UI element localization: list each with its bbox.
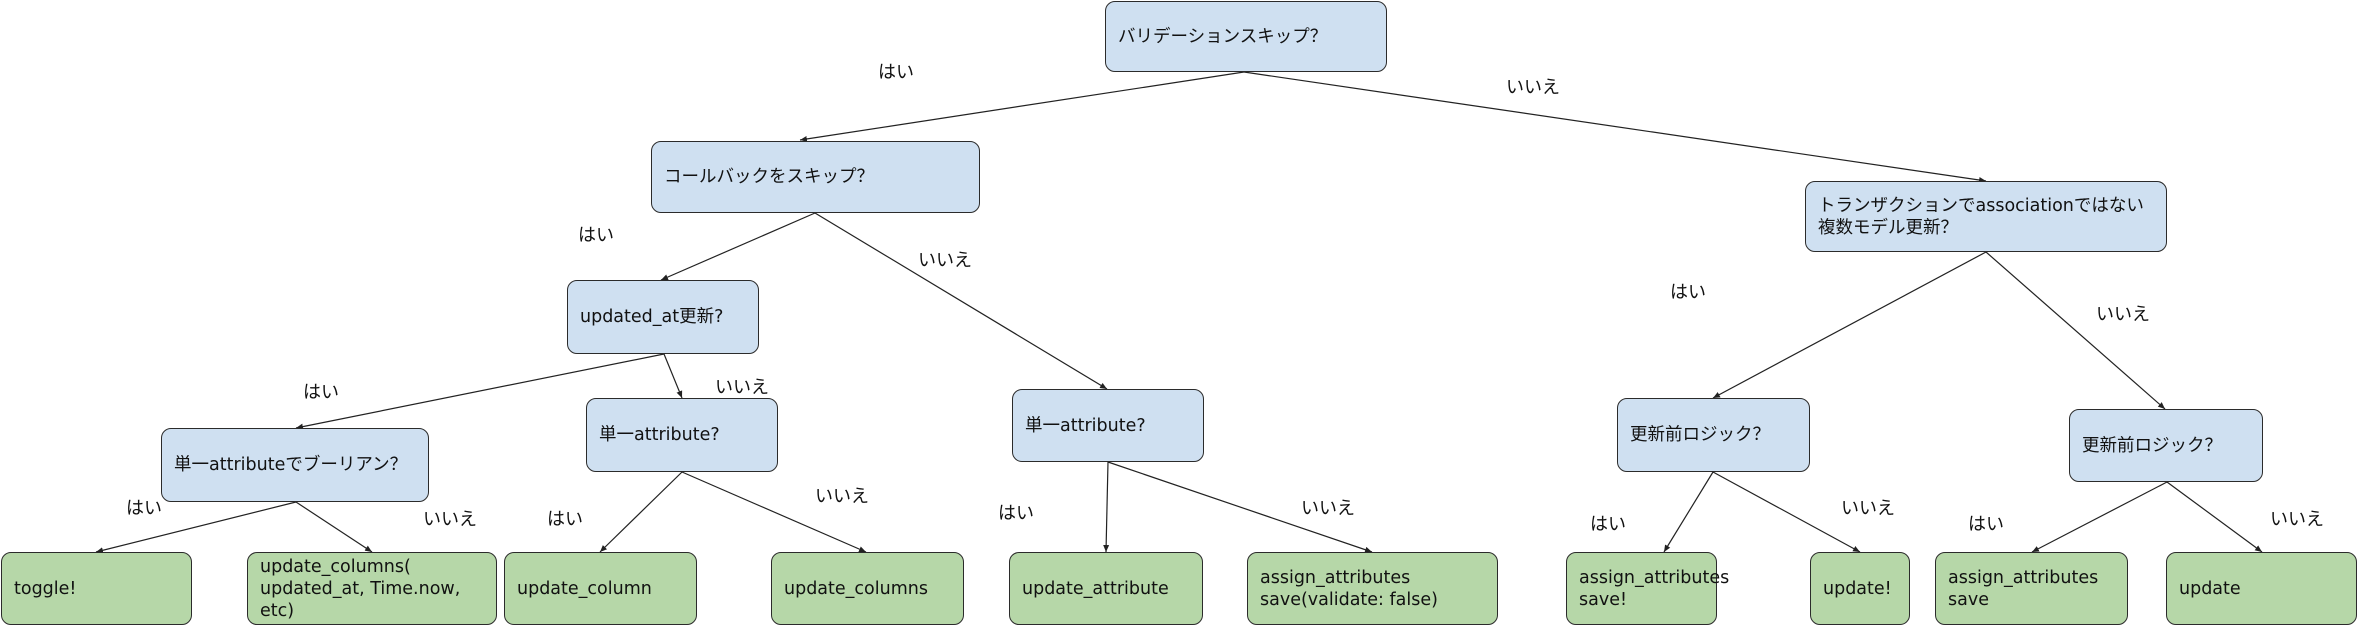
edge-label-yes: はい <box>547 509 583 530</box>
answer-update-column: update_column <box>504 552 697 625</box>
edge-updated-at-to-boolean <box>295 353 665 430</box>
question-transaction-multi-model: トランザクションでassociationではない複数モデル更新？ <box>1805 181 2167 252</box>
question-pre-update-logic-2: 更新前ロジック？ <box>2069 409 2263 482</box>
edge-label-no: いいえ <box>918 250 972 271</box>
edge-logic-1-to-assign-save-bang <box>1663 471 1714 553</box>
edge-label-yes: はい <box>578 225 614 246</box>
question-validation-skip: バリデーションスキップ？ <box>1105 1 1387 72</box>
edge-logic-2-to-assign-save <box>2031 481 2168 553</box>
question-single-attribute-1: 単一attribute? <box>586 398 778 472</box>
edge-boolean-to-toggle <box>95 501 297 554</box>
question-single-attribute-boolean: 単一attributeでブーリアン？ <box>161 428 429 502</box>
edge-label-yes: はい <box>878 62 914 83</box>
question-updated-at: updated_at更新? <box>567 280 759 354</box>
edge-updated-at-to-single-attr-1 <box>663 353 683 399</box>
edge-validation-to-transaction <box>1243 71 1987 183</box>
edge-single-attr-2-to-assign-validate-false <box>1107 461 1373 553</box>
edge-label-no: いいえ <box>1841 498 1895 519</box>
edge-transaction-to-logic-2 <box>1985 251 2166 410</box>
answer-assign-attributes-save-bang: assign_attributes save! <box>1566 552 1729 625</box>
edge-label-no: いいえ <box>815 486 869 507</box>
edge-label-no: いいえ <box>1301 498 1355 519</box>
answer-update: update <box>2166 552 2357 625</box>
edge-single-attr-1-to-update-column <box>599 471 683 553</box>
edge-callback-to-updated-at <box>660 212 816 281</box>
edge-label-yes: はい <box>998 503 1034 524</box>
edge-label-no: いいえ <box>1506 77 1560 98</box>
answer-assign-attributes-save: assign_attributes save <box>1935 552 2128 625</box>
edge-label-yes: はい <box>126 498 162 519</box>
edge-label-no: いいえ <box>715 377 769 398</box>
edge-boolean-to-update-columns-ts <box>295 501 373 553</box>
edge-label-no: いいえ <box>2096 304 2150 325</box>
question-single-attribute-2: 単一attribute? <box>1012 389 1204 462</box>
answer-update-columns: update_columns <box>771 552 964 625</box>
answer-update-bang: update! <box>1810 552 1910 625</box>
answer-toggle: toggle! <box>1 552 192 625</box>
answer-update-attribute: update_attribute <box>1009 552 1203 625</box>
edge-label-yes: はい <box>1670 282 1706 303</box>
edge-logic-2-to-update <box>2166 481 2263 553</box>
edge-label-yes: はい <box>303 382 339 403</box>
edge-validation-to-callback <box>799 71 1245 142</box>
edge-label-yes: はい <box>1590 514 1626 535</box>
answer-update-columns-timestamp: update_columns( updated_at, Time.now, et… <box>247 552 497 625</box>
answer-assign-attributes-save-validate-false: assign_attributes save(validate: false) <box>1247 552 1498 625</box>
edge-transaction-to-logic-1 <box>1712 251 1987 399</box>
edge-single-attr-2-to-update-attribute <box>1103 461 1110 553</box>
edge-single-attr-1-to-update-columns <box>681 471 867 553</box>
edge-label-no: いいえ <box>2270 509 2324 530</box>
question-pre-update-logic-1: 更新前ロジック？ <box>1617 398 1810 472</box>
edge-label-yes: はい <box>1968 514 2004 535</box>
edge-logic-1-to-update-bang <box>1712 471 1861 553</box>
edge-callback-to-single-attr-2 <box>814 212 1108 390</box>
edge-label-no: いいえ <box>423 509 477 530</box>
question-callback-skip: コールバックをスキップ？ <box>651 141 980 213</box>
